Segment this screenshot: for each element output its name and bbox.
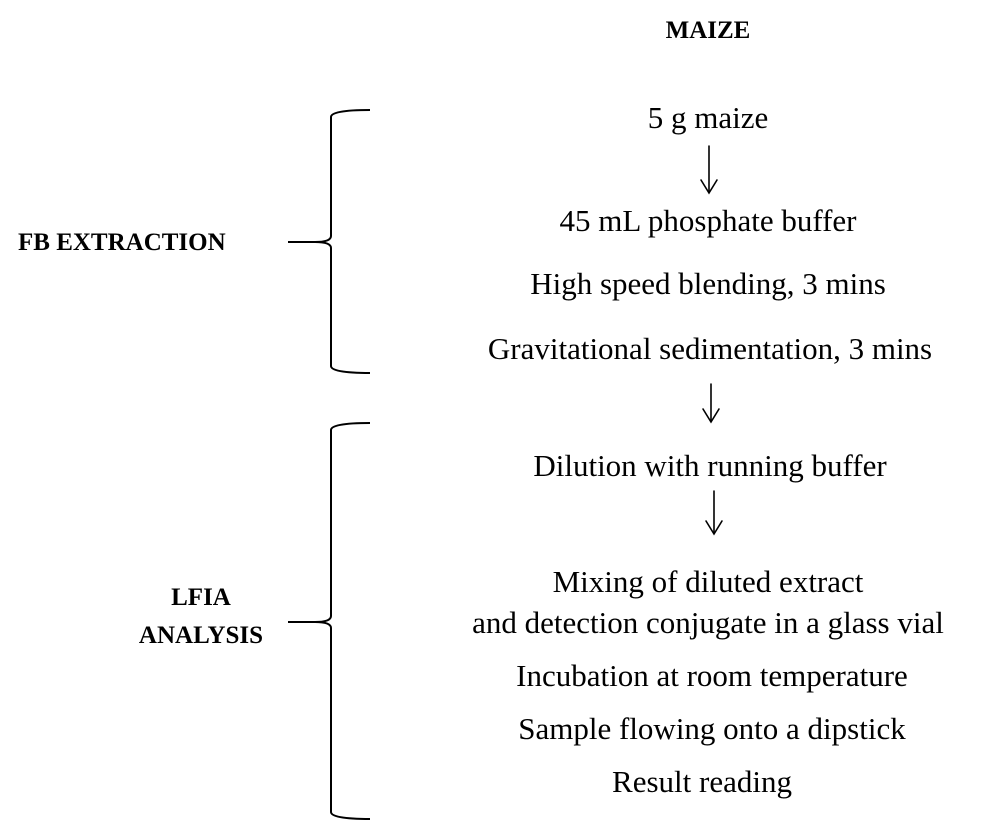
step-sedimentation: Gravitational sedimentation, 3 mins [487,331,933,366]
group-label-lfia-line-2: ANALYSIS [138,622,264,649]
arrow-down-icon [705,490,723,536]
arrow-down-icon [702,383,720,424]
step-blending: High speed blending, 3 mins [530,266,886,301]
step-sample: 5 g maize [647,100,769,135]
step-dilution: Dilution with running buffer [533,448,887,483]
group-label-lfia-line-1: LFIA [171,584,231,611]
step-flowing: Sample flowing onto a dipstick [518,711,906,746]
step-buffer: 45 mL phosphate buffer [559,203,857,238]
brace-fb-extraction [314,109,371,374]
arrow-down-icon [700,145,718,195]
step-incubation: Incubation at room temperature [516,658,908,693]
group-label-fb-extraction: FB EXTRACTION [18,229,226,256]
step-mixing-line-2: and detection conjugate in a glass vial [472,605,944,640]
brace-lfia-analysis [314,422,371,820]
step-result-reading: Result reading [612,764,792,799]
diagram-title: MAIZE [665,17,751,44]
step-mixing-line-1: Mixing of diluted extract [552,564,864,599]
